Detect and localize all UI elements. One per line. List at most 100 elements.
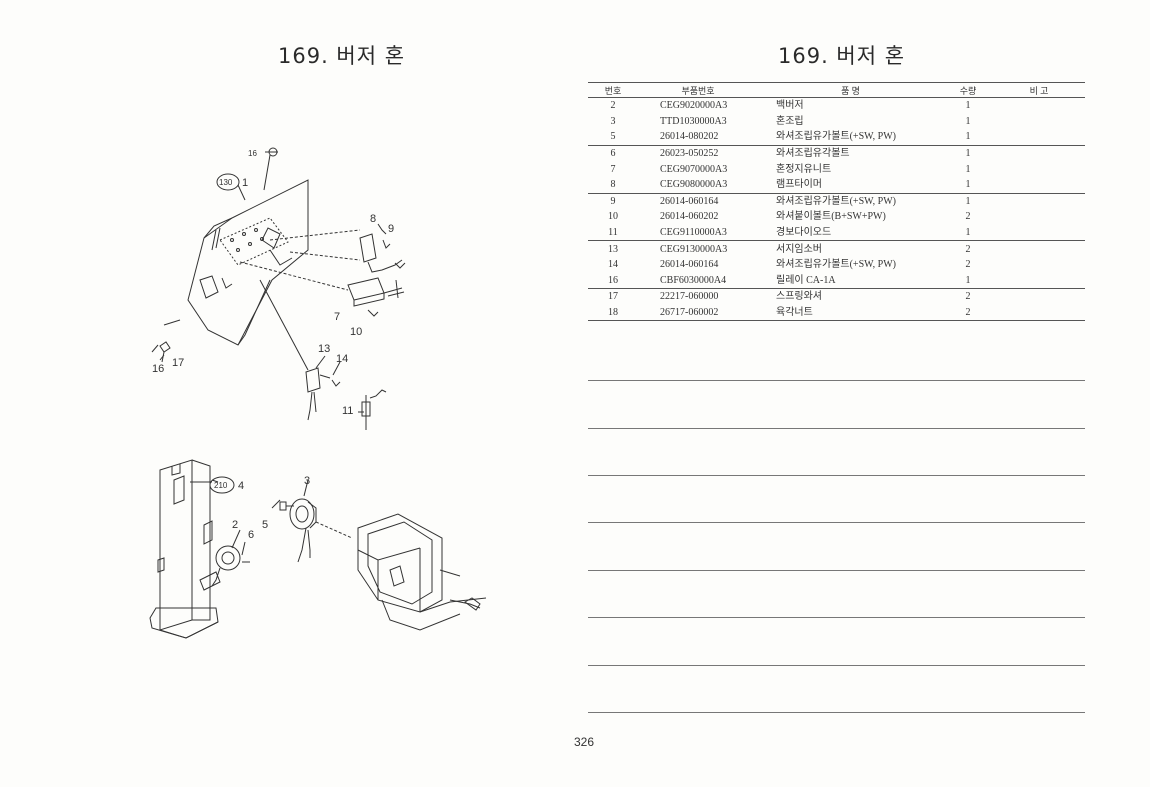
table-row: 16 CBF6030000A4 릴레이 CA-1A 1 (588, 273, 1085, 289)
row-part-number: CEG9130000A3 (638, 240, 758, 257)
ruled-line (588, 617, 1085, 618)
back-buzzer (215, 545, 241, 571)
table-row: 7 CEG9070000A3 혼정지유니트 1 (588, 161, 1085, 177)
ruled-line (588, 570, 1085, 571)
parts-diagram: 16 130 1 8 9 7 10 13 14 11 16 17 210 4 3… (149, 147, 487, 639)
row-remark (993, 98, 1085, 114)
row-number: 8 (610, 179, 616, 191)
callout-5: 5 (262, 519, 268, 531)
row-remark (993, 192, 1085, 210)
callout-16-bottom: 16 (152, 363, 164, 375)
header-part-number: 부품번호 (638, 82, 758, 98)
row-remark (993, 304, 1085, 322)
ruled-line (588, 475, 1085, 476)
callout-11: 11 (342, 405, 353, 417)
row-remark (993, 177, 1085, 193)
table-header-row: 번호 부품번호 품 명 수량 비 고 (588, 82, 1085, 98)
row-remark (993, 129, 1085, 145)
pillar (159, 459, 193, 631)
row-part-name: 와셔조립유가볼트(+SW, PW) (776, 259, 896, 271)
row-remark (993, 209, 1085, 225)
row-part-number: CEG9110000A3 (660, 227, 727, 239)
callout-8: 8 (370, 213, 376, 225)
row-number: 18 (588, 304, 638, 322)
row-part-name: 혼정지유니트 (776, 163, 832, 175)
row-part-number: CBF6030000A4 (660, 274, 727, 286)
row-quantity: 1 (965, 179, 971, 191)
table-row: 17 22217-060000 스프링와셔 2 (588, 288, 1085, 305)
callout-130: 130 (219, 178, 233, 187)
row-part-number: 26014-060164 (638, 192, 758, 210)
ruled-line (588, 522, 1085, 523)
row-part-name: 와셔조립유각볼트 (758, 144, 943, 162)
row-remark (993, 273, 1085, 289)
header-part-name: 품 명 (758, 82, 943, 98)
row-part-number: 26023-050252 (638, 144, 758, 162)
surge-absorber (305, 367, 321, 393)
row-remark (993, 257, 1085, 273)
row-remark (993, 288, 1085, 305)
row-quantity: 1 (943, 192, 993, 210)
callout-10: 10 (350, 326, 362, 338)
lamp-timer (359, 233, 377, 263)
header-number: 번호 (588, 82, 638, 98)
ruled-line (588, 428, 1085, 429)
row-number: 3 (610, 115, 616, 127)
callout-17: 17 (172, 357, 184, 369)
row-part-name: 육각너트 (758, 304, 943, 322)
horn-assembly (289, 498, 315, 530)
callout-14: 14 (336, 353, 348, 365)
row-part-name: 스프링와셔 (758, 288, 943, 305)
callout-2: 2 (232, 519, 238, 531)
row-part-number: CEG9020000A3 (660, 100, 728, 112)
table-row: 11 CEG9110000A3 경보다이오드 1 (588, 225, 1085, 241)
row-quantity: 1 (943, 144, 993, 162)
row-part-name: 서지임소버 (758, 240, 943, 257)
row-part-name: 램프타이머 (776, 179, 822, 191)
row-number: 17 (588, 288, 638, 305)
row-part-number: CEG9080000A3 (660, 179, 728, 191)
callout-3: 3 (304, 475, 310, 487)
row-remark (993, 225, 1085, 241)
table-row: 3 TTD1030000A3 혼조립 1 (588, 114, 1085, 130)
row-quantity: 1 (965, 131, 971, 143)
ruled-line (588, 712, 1085, 713)
row-number: 7 (610, 163, 616, 175)
row-part-number: 22217-060000 (638, 288, 758, 305)
row-part-number: 26014-060164 (660, 259, 719, 271)
row-quantity: 1 (965, 274, 971, 286)
row-number: 5 (610, 131, 616, 143)
row-quantity: 2 (943, 304, 993, 322)
row-number: 11 (608, 227, 618, 239)
row-quantity: 1 (965, 100, 971, 112)
horn-stop-unit (347, 277, 385, 301)
row-quantity: 1 (965, 163, 971, 175)
callout-1: 1 (242, 177, 248, 189)
row-number: 6 (588, 144, 638, 162)
ruled-line (588, 665, 1085, 666)
table-row: 8 CEG9080000A3 램프타이머 1 (588, 177, 1085, 193)
row-part-name: 경보다이오드 (776, 227, 832, 239)
cab-frame (357, 513, 443, 613)
callout-13: 13 (318, 343, 330, 355)
page-number: 326 (574, 735, 595, 749)
page-title-right: 169. 버저 혼 (778, 44, 906, 68)
row-quantity: 1 (965, 115, 971, 127)
row-part-number: TTD1030000A3 (660, 115, 727, 127)
page-title-left: 169. 버저 혼 (278, 44, 406, 68)
row-quantity: 2 (965, 211, 971, 223)
row-remark (993, 240, 1085, 257)
row-number: 14 (608, 259, 618, 271)
row-remark (993, 144, 1085, 162)
row-number: 2 (610, 100, 616, 112)
row-part-name: 와셔조립유가볼트(+SW, PW) (758, 192, 943, 210)
mounting-plate (187, 179, 309, 346)
row-part-number: 26014-060202 (660, 211, 719, 223)
row-quantity: 2 (943, 240, 993, 257)
row-number: 13 (588, 240, 638, 257)
row-part-number: 26717-060002 (638, 304, 758, 322)
row-quantity: 2 (943, 288, 993, 305)
row-part-name: 릴레이 CA-1A (776, 274, 836, 286)
row-part-number: 26014-080202 (660, 131, 719, 143)
table-row: 5 26014-080202 와셔조립유가볼트(+SW, PW) 1 (588, 129, 1085, 145)
